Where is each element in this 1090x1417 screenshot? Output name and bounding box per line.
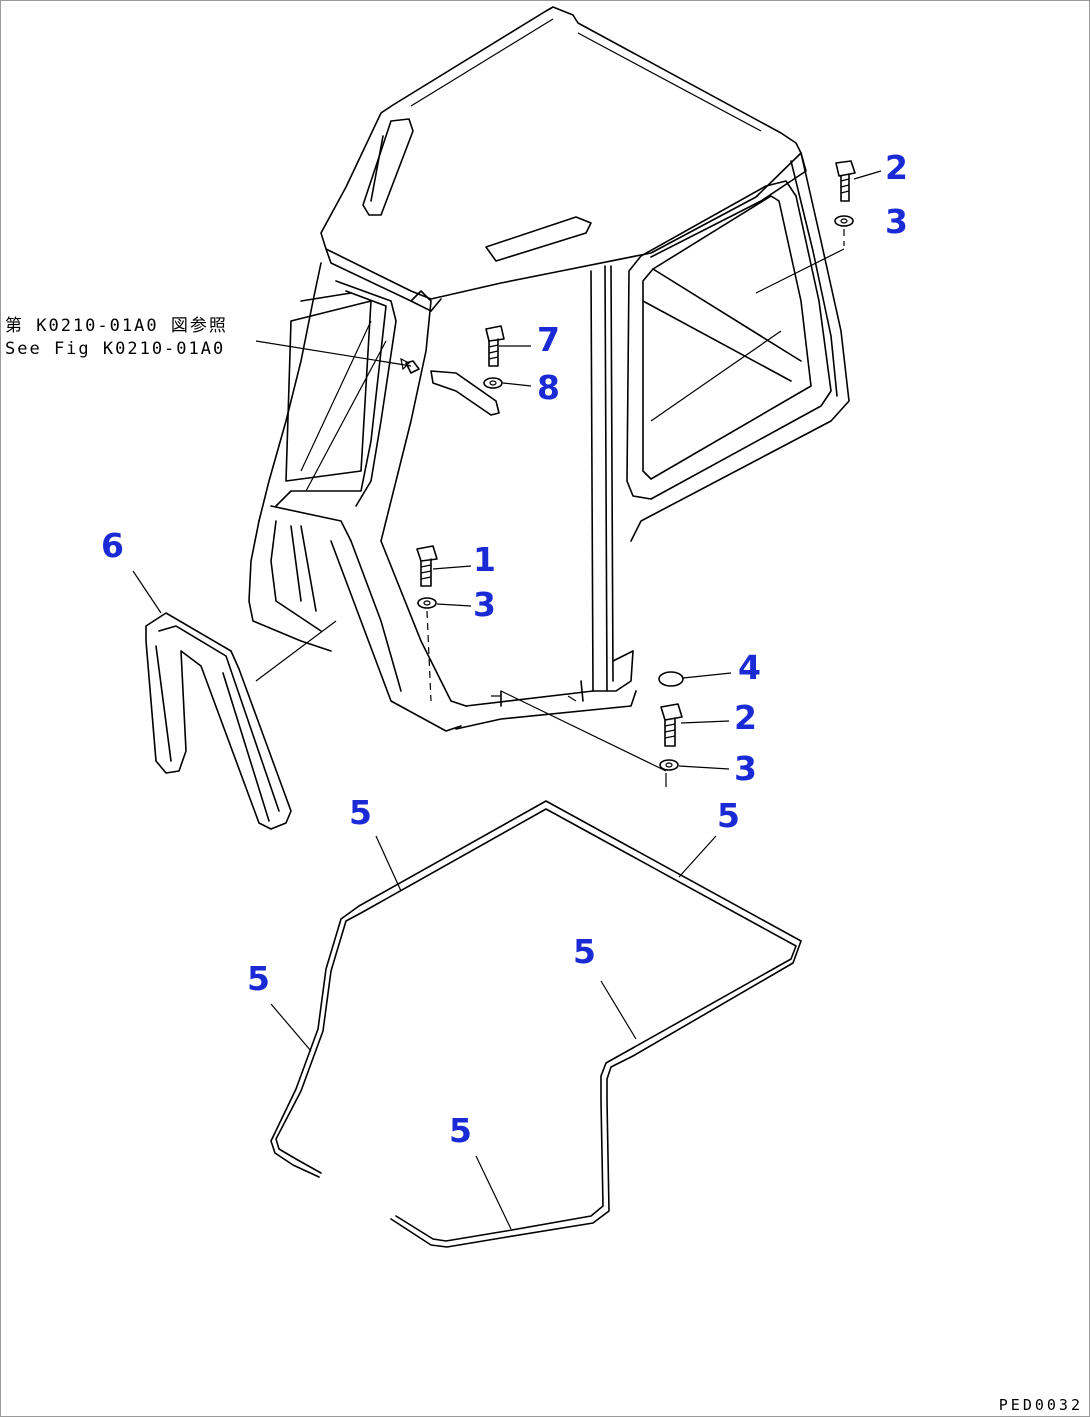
callout-labels: 2 3 7 8 1 3 6 4 2 3 5 5 5 5 5 bbox=[101, 148, 908, 1150]
callout-2-top: 2 bbox=[885, 148, 908, 187]
plug-part-4 bbox=[658, 671, 684, 687]
leader-lines bbox=[132, 170, 882, 1230]
callout-2-lower: 2 bbox=[734, 698, 757, 737]
washer-part-3-lower bbox=[500, 690, 679, 787]
part-5-seal bbox=[270, 800, 802, 1248]
washer-part-8 bbox=[483, 377, 503, 389]
reference-note-en: See Fig K0210-01A0 bbox=[5, 339, 226, 359]
callout-7: 7 bbox=[537, 320, 560, 359]
washer-part-3-top bbox=[755, 215, 854, 294]
callout-8: 8 bbox=[537, 368, 560, 407]
bolt-part-2-top bbox=[835, 160, 856, 202]
callout-5-top-right: 5 bbox=[717, 796, 740, 835]
callout-3-lower: 3 bbox=[734, 749, 757, 788]
callout-3-middle: 3 bbox=[473, 585, 496, 624]
bolt-part-1 bbox=[416, 545, 438, 587]
washer-part-3-middle bbox=[417, 597, 437, 702]
drawing-code: PED0032 bbox=[998, 1396, 1083, 1414]
callout-5-left: 5 bbox=[247, 959, 270, 998]
cab-body bbox=[248, 6, 850, 732]
part-6-trim bbox=[145, 612, 337, 830]
callout-5-top-left: 5 bbox=[349, 793, 372, 832]
reference-note-jp: 第 K0210-01A0 図参照 bbox=[5, 316, 228, 336]
callout-1: 1 bbox=[473, 540, 496, 579]
callout-4: 4 bbox=[738, 648, 761, 687]
callout-5-bottom: 5 bbox=[449, 1111, 472, 1150]
bolt-part-2-lower bbox=[660, 703, 683, 747]
bolt-part-7 bbox=[485, 325, 505, 367]
callout-5-middle-right: 5 bbox=[573, 932, 596, 971]
callout-3-top: 3 bbox=[885, 202, 908, 241]
callout-6: 6 bbox=[101, 526, 124, 565]
